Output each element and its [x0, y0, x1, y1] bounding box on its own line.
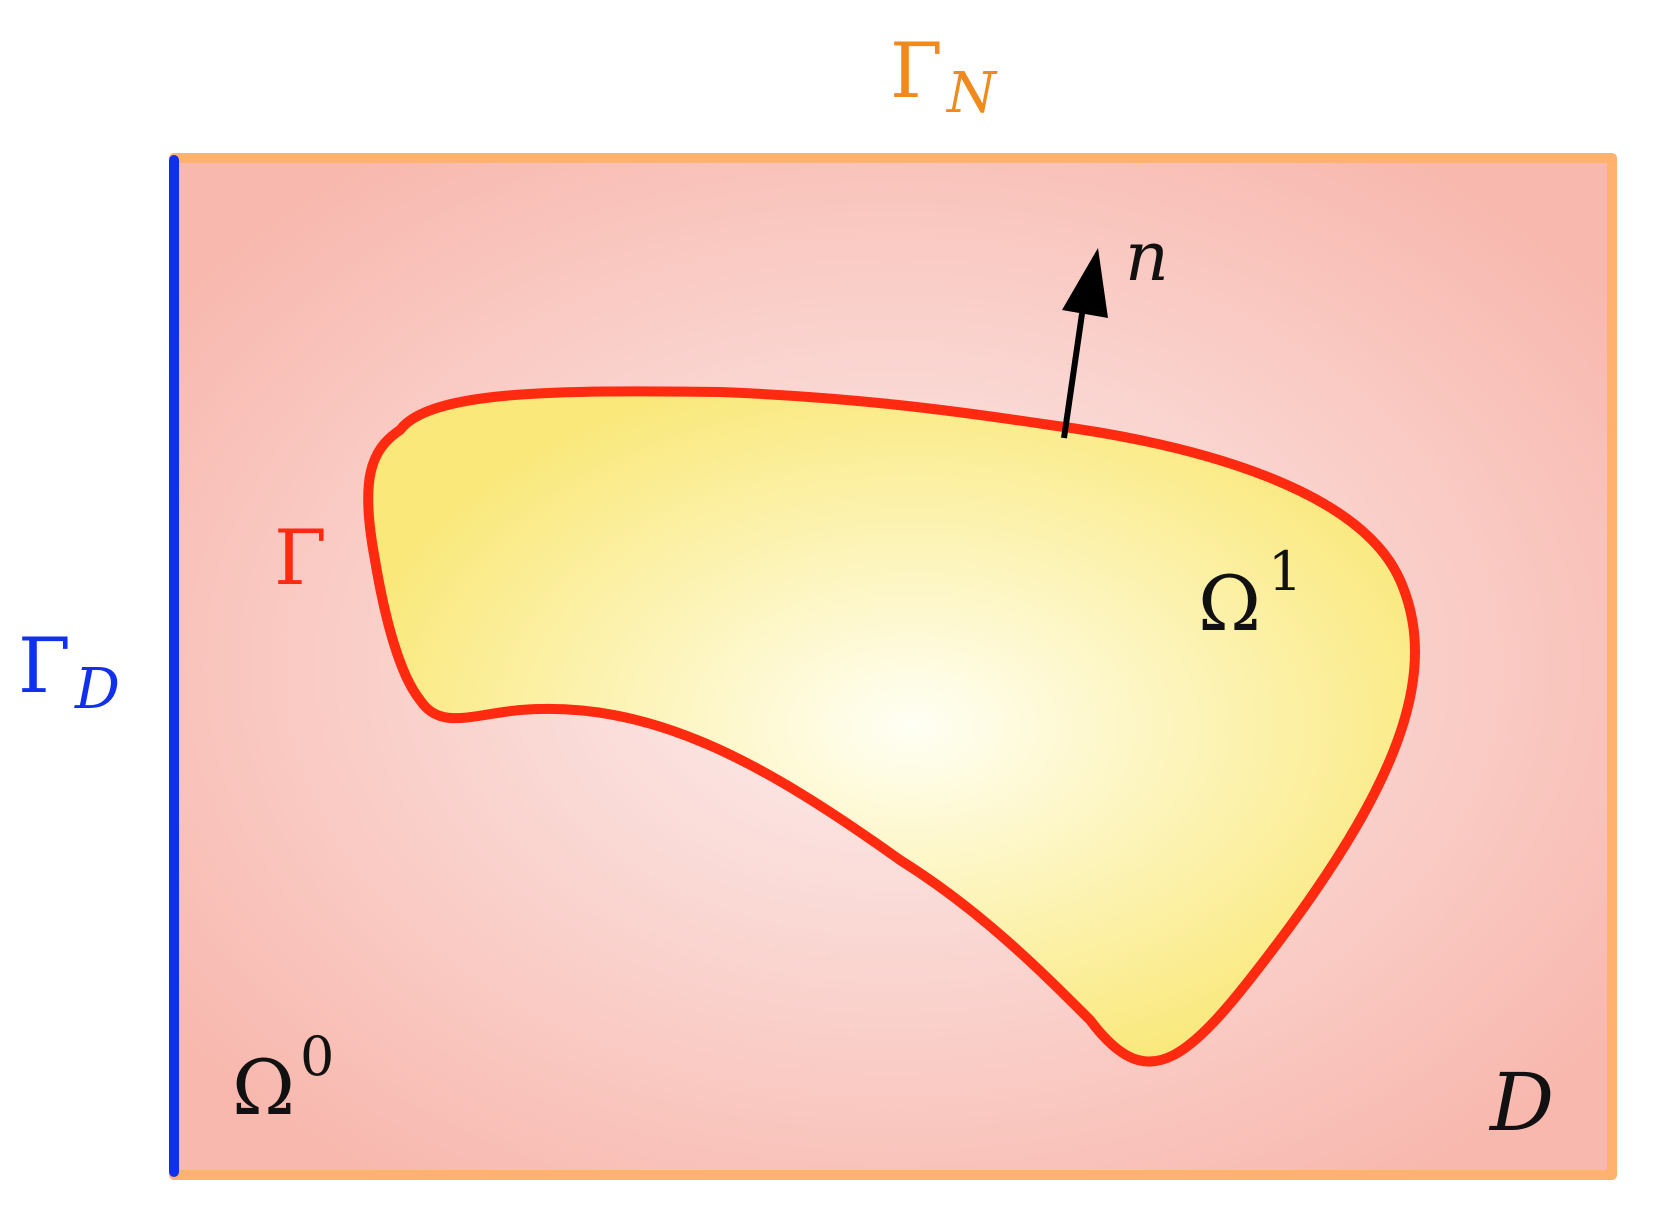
normal-vector-shaft: [1061, 299, 1087, 439]
omega1-sup: 1: [1268, 540, 1302, 603]
domain-d-label: D: [1488, 1056, 1554, 1149]
omega0-main: Ω: [232, 1043, 295, 1132]
gamma-d-main: Γ: [18, 621, 71, 710]
gamma-d-label: Γ D: [18, 621, 120, 722]
inner-region-interface: [363, 386, 1420, 1067]
gamma-interface-label: Γ: [274, 513, 327, 602]
gamma-n-sub: N: [945, 61, 998, 126]
omega1-main: Ω: [1198, 559, 1261, 648]
gamma-n-main: Γ: [890, 26, 943, 115]
normal-vector-label: n: [1125, 218, 1169, 297]
normal-vector-arrowhead: [1062, 248, 1108, 318]
omega1-label: Ω 1: [1198, 540, 1302, 648]
gamma-n-label: Γ N: [890, 26, 998, 126]
neumann-boundary: [169, 153, 1617, 1180]
omega0-sup: 0: [300, 1025, 334, 1088]
omega0-label: Ω 0: [232, 1025, 334, 1132]
gamma-d-sub: D: [74, 657, 120, 722]
